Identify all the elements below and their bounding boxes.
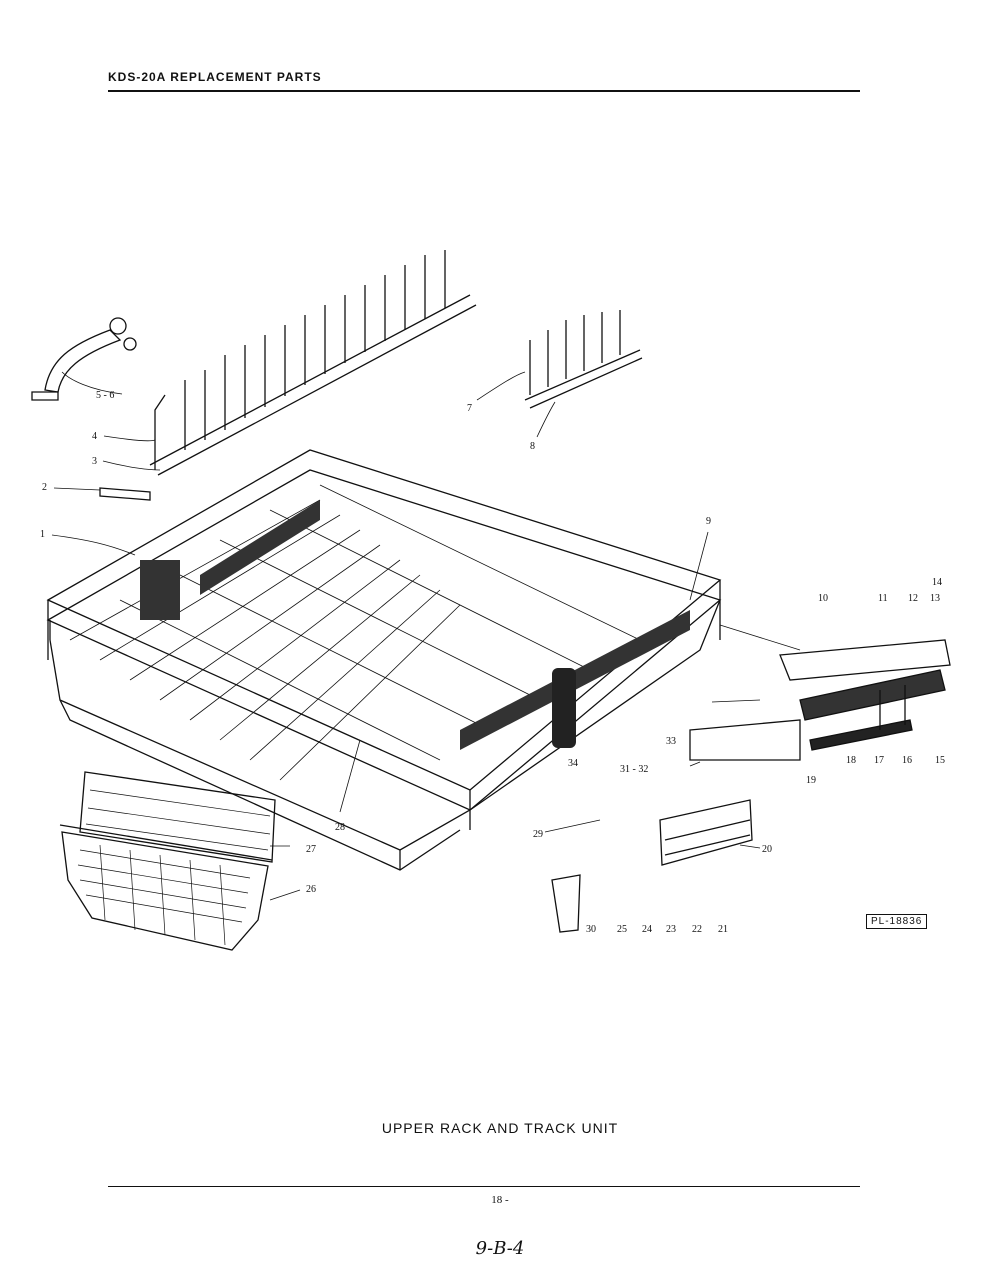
- callout-19: 19: [806, 775, 816, 786]
- page-header-title: KDS-20A REPLACEMENT PARTS: [108, 70, 322, 84]
- callout-5-6: 5 - 6: [96, 390, 114, 401]
- page-number: 18 -: [491, 1194, 509, 1206]
- callout-23: 23: [666, 924, 676, 935]
- callout-9: 9: [706, 516, 711, 527]
- callout-24: 24: [642, 924, 652, 935]
- header-rule: [108, 90, 860, 92]
- callout-7: 7: [467, 403, 472, 414]
- track-unit: [551, 639, 951, 933]
- callout-17: 17: [874, 755, 884, 766]
- callout-31-32: 31 - 32: [620, 764, 648, 775]
- fold-down-comb-rack: [149, 250, 477, 476]
- callout-10: 10: [818, 593, 828, 604]
- upper-rack-basket: [46, 449, 722, 871]
- footer-rule: [108, 1186, 860, 1187]
- callout-26: 26: [306, 884, 316, 895]
- callout-4: 4: [92, 431, 97, 442]
- callout-34: 34: [568, 758, 578, 769]
- callout-28: 28: [335, 822, 345, 833]
- diagram-caption: UPPER RACK AND TRACK UNIT: [381, 1120, 619, 1136]
- plate-number-box: PL-18836: [866, 914, 928, 929]
- callout-8: 8: [530, 441, 535, 452]
- callout-1: 1: [40, 529, 45, 540]
- callout-21: 21: [718, 924, 728, 935]
- callout-3: 3: [92, 456, 97, 467]
- callout-16: 16: [902, 755, 912, 766]
- callout-29: 29: [533, 829, 543, 840]
- handwritten-note: 9-B-4: [475, 1238, 525, 1259]
- callout-30: 30: [586, 924, 596, 935]
- rack-clip: [99, 487, 151, 501]
- callout-11: 11: [878, 593, 888, 604]
- callout-20: 20: [762, 844, 772, 855]
- callout-27: 27: [306, 844, 316, 855]
- callout-25: 25: [617, 924, 627, 935]
- callout-13: 13: [930, 593, 940, 604]
- callout-18: 18: [846, 755, 856, 766]
- small-comb-rack: [524, 310, 643, 409]
- silverware-basket: [59, 824, 273, 951]
- callout-33: 33: [666, 736, 676, 747]
- callout-12: 12: [908, 593, 918, 604]
- callout-22: 22: [692, 924, 702, 935]
- callout-14: 14: [932, 577, 942, 588]
- basket-cover: [79, 771, 276, 863]
- callout-15: 15: [935, 755, 945, 766]
- rack-adjuster-arm: [31, 317, 137, 401]
- callout-2: 2: [42, 482, 47, 493]
